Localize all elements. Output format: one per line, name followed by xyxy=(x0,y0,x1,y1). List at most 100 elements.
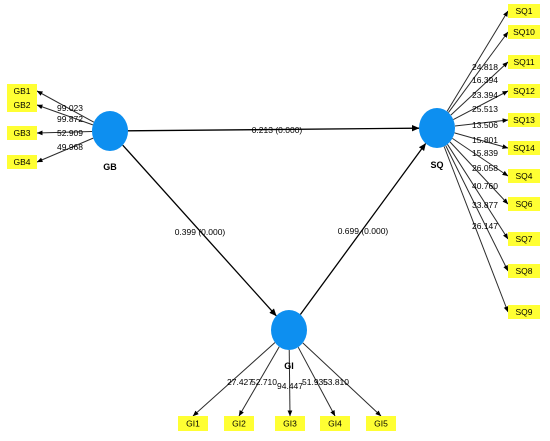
loading-label-gb3: 52.909 xyxy=(57,128,83,138)
indicator-box-gb2 xyxy=(7,98,37,112)
indicator-gb3[interactable]: GB3 xyxy=(7,126,37,140)
indicator-arrow-sq6 xyxy=(449,141,509,205)
loading-label-gi3: 94.447 xyxy=(277,381,303,391)
indicator-arrow-sq12 xyxy=(453,90,509,120)
loading-label-gb2: 99.872 xyxy=(57,114,83,124)
construct-sq[interactable] xyxy=(419,108,455,148)
indicator-label-gi1: GI1 xyxy=(186,419,200,429)
loading-label-sq13: 13.506 xyxy=(472,120,498,130)
indicator-gb4[interactable]: GB4 xyxy=(7,155,37,169)
indicator-label-gb2: GB2 xyxy=(13,100,30,110)
indicator-gb1[interactable]: GB1 xyxy=(7,84,37,98)
indicator-sq13[interactable]: SQ13 xyxy=(508,113,540,127)
indicator-label-gi5: GI5 xyxy=(374,419,388,429)
nodes-layer: GB1GB2GB3GB4SQ1SQ10SQ11SQ12SQ13SQ14SQ4SQ… xyxy=(7,4,540,431)
indicator-box-gi2 xyxy=(224,416,254,431)
indicator-sq14[interactable]: SQ14 xyxy=(508,141,540,155)
indicator-sq9[interactable]: SQ9 xyxy=(508,305,540,319)
indicator-label-sq8: SQ8 xyxy=(515,266,532,276)
indicator-box-sq12 xyxy=(508,84,540,98)
indicator-arrow-sq8 xyxy=(445,145,509,272)
indicator-sq10[interactable]: SQ10 xyxy=(508,25,540,39)
indicator-sq1[interactable]: SQ1 xyxy=(508,4,540,18)
indicator-label-gi4: GI4 xyxy=(328,419,342,429)
loading-label-sq4: 15.839 xyxy=(472,148,498,158)
path-coefficient-gi-sq: 0.699 (0.000) xyxy=(338,226,389,236)
loading-label-gb1: 99.023 xyxy=(57,103,83,113)
construct-label-gi: GI xyxy=(284,361,294,371)
indicator-arrow-sq11 xyxy=(450,61,509,116)
indicator-arrow-gb2 xyxy=(36,104,94,126)
indicator-arrow-gb3 xyxy=(36,130,93,136)
indicator-sq11[interactable]: SQ11 xyxy=(508,55,540,69)
loading-label-gi2: 52.710 xyxy=(251,377,277,387)
loading-label-sq10: 16.394 xyxy=(472,75,498,85)
indicator-box-gb4 xyxy=(7,155,37,169)
indicator-arrow-gb1 xyxy=(36,90,95,123)
loading-label-gb4: 49.968 xyxy=(57,142,83,152)
indicator-box-sq14 xyxy=(508,141,540,155)
indicator-gi3[interactable]: GI3 xyxy=(275,416,305,431)
indicator-box-gb1 xyxy=(7,84,37,98)
indicator-box-gi1 xyxy=(178,416,208,431)
indicator-label-sq11: SQ11 xyxy=(513,57,534,67)
indicator-sq4[interactable]: SQ4 xyxy=(508,169,540,183)
indicator-box-sq7 xyxy=(508,232,540,246)
loading-label-sq7: 40.760 xyxy=(472,181,498,191)
indicator-arrow-sq14 xyxy=(454,132,509,149)
indicator-box-sq13 xyxy=(508,113,540,127)
indicator-gi5[interactable]: GI5 xyxy=(366,416,396,431)
indicator-box-gi5 xyxy=(366,416,396,431)
indicator-box-sq4 xyxy=(508,169,540,183)
indicator-label-sq14: SQ14 xyxy=(513,143,535,153)
indicator-label-gi3: GI3 xyxy=(283,419,297,429)
loading-label-sq8: 33.877 xyxy=(472,200,498,210)
labels-layer: 0.213 (0.000) 0.399 (0.000) 0.699 (0.000) G… xyxy=(57,62,498,391)
indicator-arrow-sq10 xyxy=(448,31,509,113)
indicator-arrow-sq1 xyxy=(446,10,509,112)
construct-gi[interactable] xyxy=(271,310,307,350)
indicator-box-gi3 xyxy=(275,416,305,431)
loading-label-sq9: 26.147 xyxy=(472,221,498,231)
indicator-label-gi2: GI2 xyxy=(232,419,246,429)
indicator-box-gb3 xyxy=(7,126,37,140)
indicator-label-sq6: SQ6 xyxy=(515,199,532,209)
path-arrow-gb-to-gi xyxy=(122,144,277,317)
path-coefficient-gb-sq: 0.213 (0.000) xyxy=(252,125,303,135)
indicator-arrow-gi4 xyxy=(297,346,336,417)
path-coefficient-gb-gi: 0.399 (0.000) xyxy=(175,227,226,237)
indicator-gi4[interactable]: GI4 xyxy=(320,416,350,431)
indicator-sq7[interactable]: SQ7 xyxy=(508,232,540,246)
loading-label-gi1: 27.427 xyxy=(227,377,253,387)
indicator-label-sq4: SQ4 xyxy=(515,171,532,181)
indicator-arrow-gi2 xyxy=(238,346,280,417)
indicator-box-sq8 xyxy=(508,264,540,278)
indicator-sq6[interactable]: SQ6 xyxy=(508,197,540,211)
indicator-sq8[interactable]: SQ8 xyxy=(508,264,540,278)
loading-label-sq14: 15.801 xyxy=(472,135,498,145)
construct-gb[interactable] xyxy=(92,111,128,151)
construct-label-sq: SQ xyxy=(430,160,443,170)
indicator-arrow-sq9 xyxy=(443,146,509,313)
indicator-arrow-gb4 xyxy=(36,137,94,163)
indicator-gb2[interactable]: GB2 xyxy=(7,98,37,112)
indicator-gi2[interactable]: GI2 xyxy=(224,416,254,431)
indicator-arrow-sq13 xyxy=(454,118,509,127)
indicator-box-sq10 xyxy=(508,25,540,39)
path-arrow-gb-to-sq xyxy=(127,125,420,132)
edges-layer xyxy=(36,10,509,417)
indicator-arrow-gi3 xyxy=(287,349,293,417)
indicator-label-sq12: SQ12 xyxy=(513,86,535,96)
indicator-gi1[interactable]: GI1 xyxy=(178,416,208,431)
indicator-label-sq13: SQ13 xyxy=(513,115,535,125)
loading-label-sq1: 24.818 xyxy=(472,62,498,72)
indicator-label-sq9: SQ9 xyxy=(515,307,532,317)
indicator-label-sq1: SQ1 xyxy=(515,6,532,16)
indicator-box-sq1 xyxy=(508,4,540,18)
indicator-sq12[interactable]: SQ12 xyxy=(508,84,540,98)
loading-label-sq6: 26.058 xyxy=(472,163,498,173)
path-arrow-gi-to-sq xyxy=(299,143,427,315)
loading-label-sq12: 25.513 xyxy=(472,104,498,114)
indicator-arrow-sq4 xyxy=(452,137,509,177)
